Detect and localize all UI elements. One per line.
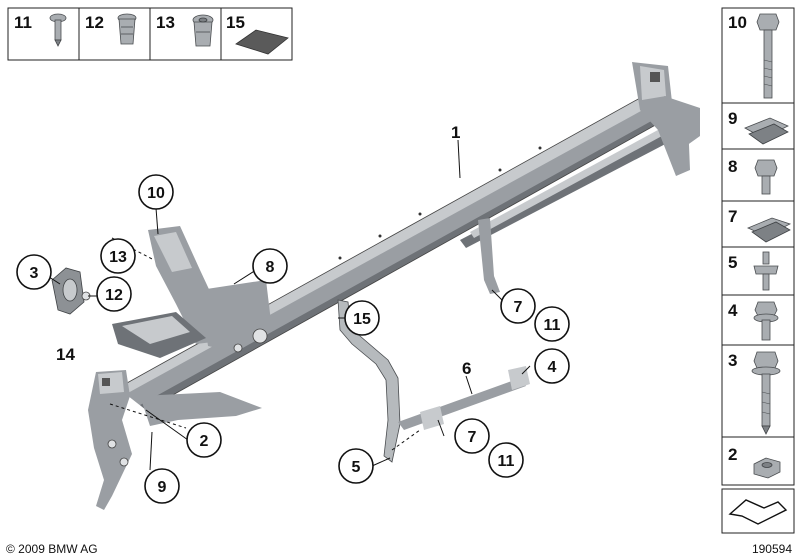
copyright-text: © 2009 BMW AG: [6, 542, 98, 556]
expanding-nut-icon: [192, 14, 214, 47]
side-legend-cell-2: [721, 436, 795, 486]
stud-bolt-icon: [753, 251, 779, 291]
callout-3: 3: [16, 254, 52, 290]
spring-clip-icon: [744, 117, 789, 145]
callout-1: 1: [451, 123, 460, 142]
callout-7-lower: 7: [454, 418, 490, 454]
legend-number-3: 3: [728, 351, 737, 370]
top-legend: 11 12 13 15: [7, 7, 293, 61]
svg-text:9: 9: [158, 479, 167, 496]
callout-5: 5: [338, 448, 374, 484]
callout-12: 12: [96, 276, 132, 312]
legend-number-2: 2: [728, 445, 737, 464]
damper-mount: [51, 267, 91, 315]
long-hex-bolt-icon: [756, 13, 780, 99]
callout-13: 13: [100, 238, 136, 274]
svg-text:15: 15: [353, 311, 371, 328]
self-tapping-screw-icon: [751, 351, 781, 435]
legend-number-9: 9: [728, 109, 737, 128]
svg-text:7: 7: [514, 299, 523, 316]
svg-text:4: 4: [548, 359, 557, 376]
legend-number-7: 7: [728, 207, 737, 226]
callout-11-lower: 11: [488, 442, 524, 478]
svg-text:10: 10: [147, 185, 165, 202]
callout-2: 2: [186, 422, 222, 458]
svg-text:2: 2: [200, 433, 209, 450]
callouts: 1 10 13 8 3 12 14 15: [16, 123, 570, 504]
legend-number-10: 10: [728, 13, 747, 32]
callout-9: 9: [144, 468, 180, 504]
instrument-panel-cross-beam: [88, 62, 700, 510]
callout-6: 6: [462, 359, 471, 378]
svg-text:5: 5: [352, 459, 361, 476]
diagram-id: 190594: [752, 542, 792, 556]
legend-number-13: 13: [156, 13, 175, 32]
hex-nut-icon: [753, 457, 781, 479]
side-legend: 10 9 8 7 5: [721, 7, 795, 534]
svg-text:11: 11: [498, 453, 515, 470]
svg-text:11: 11: [544, 317, 561, 334]
svg-text:8: 8: [266, 259, 275, 276]
legend-number-12: 12: [85, 13, 104, 32]
felt-pad-icon: [235, 29, 289, 55]
legend-number-4: 4: [728, 301, 738, 320]
callout-10: 10: [138, 174, 174, 210]
legend-number-11: 11: [14, 13, 32, 32]
hex-bolt-icon: [754, 159, 778, 195]
legend-number-8: 8: [728, 157, 737, 176]
blind-rivet-nut-icon: [117, 13, 137, 45]
direction-arrow-icon: [728, 499, 788, 525]
callout-14: 14: [56, 345, 75, 364]
callout-8: 8: [252, 248, 288, 284]
rivet-icon: [49, 13, 67, 47]
svg-text:3: 3: [30, 265, 39, 282]
svg-text:13: 13: [109, 249, 127, 266]
legend-number-5: 5: [728, 253, 737, 272]
clip-nut-icon: [746, 217, 792, 243]
callout-4: 4: [534, 348, 570, 384]
flange-bolt-icon: [753, 301, 779, 341]
svg-text:7: 7: [468, 429, 477, 446]
legend-number-15: 15: [226, 13, 245, 32]
callout-15: 15: [344, 300, 380, 336]
callout-11-upper: 11: [534, 306, 570, 342]
callout-7-upper: 7: [500, 288, 536, 324]
svg-text:12: 12: [105, 287, 123, 304]
